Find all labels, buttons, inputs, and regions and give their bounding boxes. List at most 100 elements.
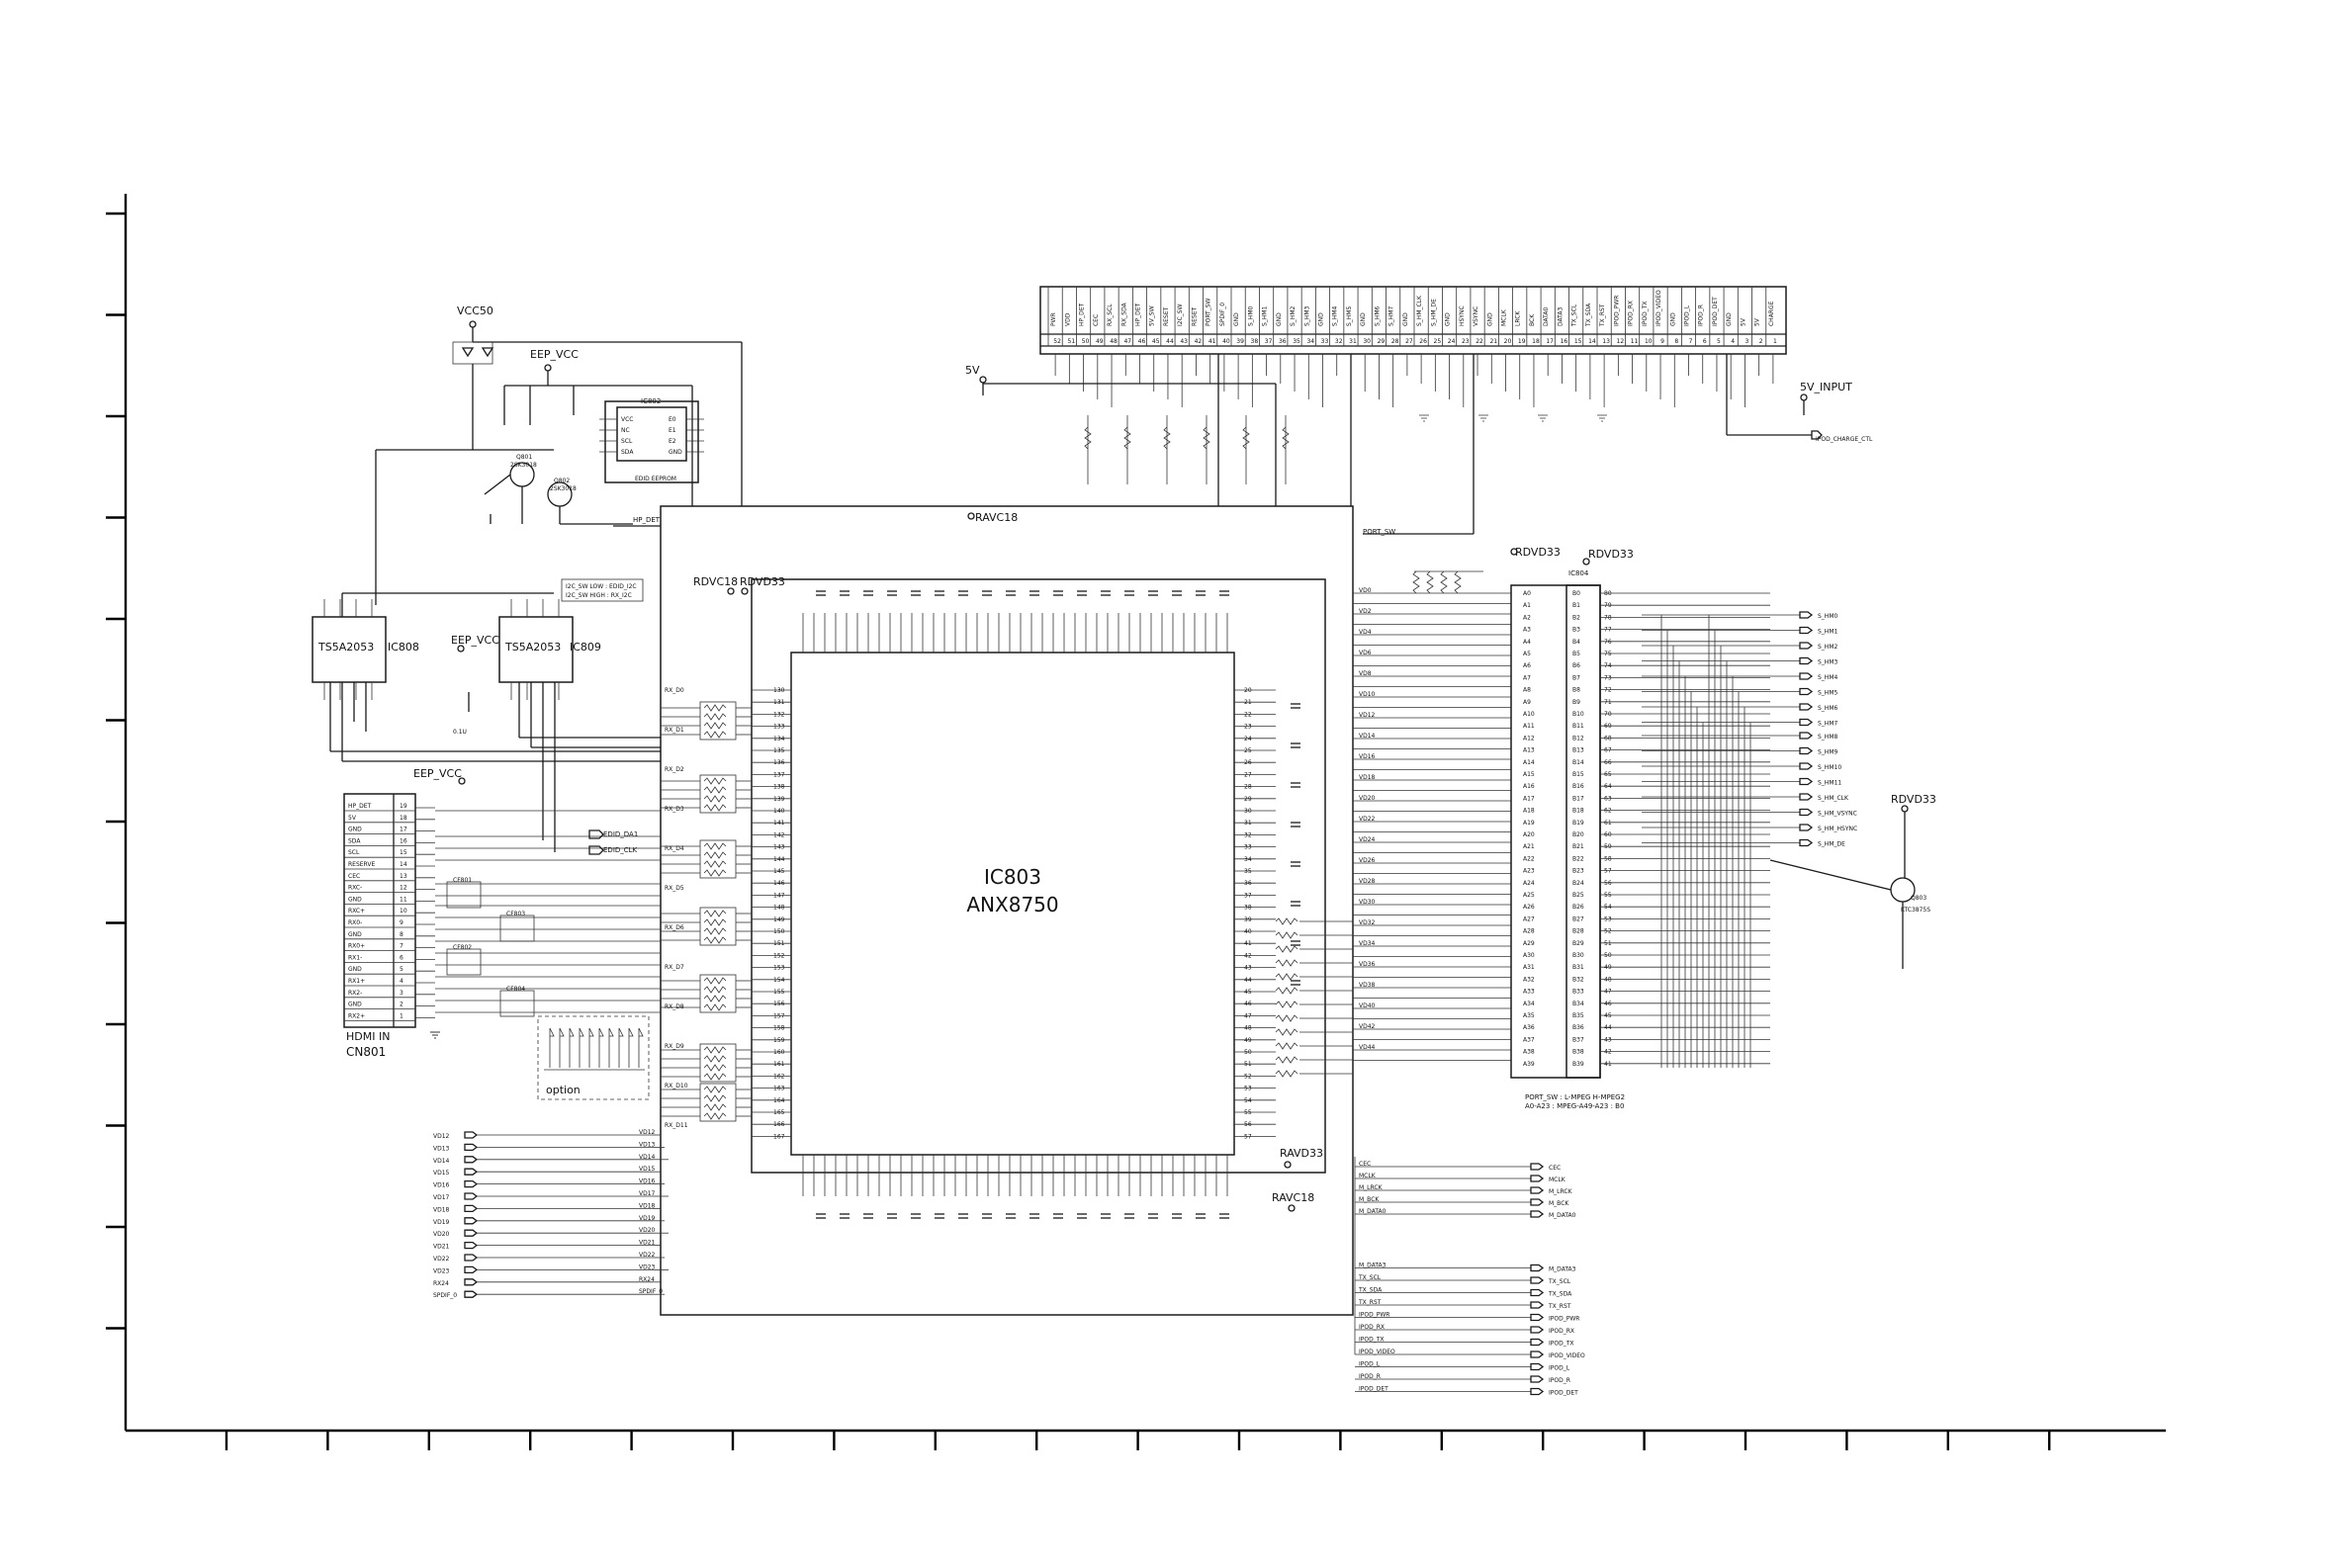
- mux-pin-label: B35: [1572, 1012, 1584, 1019]
- resistor: [1426, 570, 1434, 594]
- esd-diode: [559, 1027, 565, 1068]
- ic-pin-number: 140: [773, 808, 785, 815]
- right-net-label: VD8: [1359, 670, 1372, 677]
- mux-pin-label: A10: [1523, 711, 1535, 718]
- net-flag: [1530, 1326, 1545, 1334]
- connector-pin-number: 16: [400, 837, 407, 844]
- mux-pin-label: A6: [1523, 662, 1531, 669]
- net-flag: [1530, 1387, 1545, 1396]
- ic-pin-number: 56: [1244, 1121, 1252, 1128]
- connector-signal-label: RX1+: [348, 978, 365, 985]
- ic-pin-number: 24: [1244, 736, 1252, 742]
- top-connector-pin-label: TX_SDA: [1585, 303, 1592, 327]
- connector-signal-label: RXC-: [348, 885, 362, 892]
- left-video-nets: VD12VD12VD13VD13VD14VD14VD15VD15VD16VD16…: [433, 1129, 669, 1299]
- mux-pin-label: A0: [1523, 590, 1531, 597]
- ic-pin-number: 28: [1244, 784, 1252, 791]
- mux-pin-number: 53: [1604, 915, 1612, 922]
- right-net-label: VD26: [1359, 857, 1376, 864]
- ic-pin-number: 41: [1244, 940, 1252, 947]
- resistor: [1084, 426, 1092, 450]
- mux-pin-number: 58: [1604, 855, 1612, 862]
- resistor-array: [699, 974, 737, 1013]
- ic-pin-number: 151: [773, 940, 785, 947]
- resistor: [1454, 570, 1462, 594]
- ic-pin-number: 160: [773, 1049, 785, 1056]
- resistor: [703, 1064, 727, 1072]
- ic-pin-number: 55: [1244, 1109, 1252, 1116]
- top-connector-pin-number: 27: [1405, 338, 1413, 345]
- top-connector-pin-label: S_HM_DE: [1430, 299, 1437, 326]
- left-video-net-label: VD13: [433, 1145, 450, 1152]
- ic-pin-number: 49: [1244, 1037, 1252, 1044]
- bottom-net-label: M_BCK: [1359, 1196, 1380, 1203]
- left-video-net-label: VD15: [639, 1166, 656, 1173]
- ic-pin-number: 163: [773, 1086, 785, 1092]
- ground-symbol: [1478, 414, 1488, 422]
- switch-wiring: 0.1U: [329, 592, 661, 852]
- ground-symbol: [1597, 414, 1607, 422]
- net-flag: [464, 1229, 479, 1237]
- option-label: option: [546, 1084, 581, 1096]
- top-connector-pin-number: 11: [1631, 338, 1639, 345]
- left-video-net-label: SPDIF_0: [639, 1288, 663, 1295]
- port-sw-net: PORT_SW: [1363, 528, 1395, 536]
- connector-pin-number: 4: [400, 978, 403, 985]
- net-flag: [1799, 746, 1814, 755]
- left-video-net-label: VD16: [639, 1178, 656, 1185]
- switch-ic809-ref: IC809: [570, 641, 601, 653]
- top-connector-pin-label: IPOD_L: [1684, 305, 1691, 326]
- vcc50-network: [375, 327, 743, 605]
- top-connector-pin-label: HSYNC: [1459, 305, 1466, 326]
- net-flag: [464, 1254, 479, 1262]
- top-connector-pin-label: S_HM4: [1332, 306, 1339, 326]
- ic-pin-number: 44: [1244, 977, 1252, 984]
- mux-pin-label: B33: [1572, 989, 1584, 996]
- top-connector-pin-number: 5: [1717, 338, 1721, 345]
- ic-pin-number: 47: [1244, 1012, 1252, 1019]
- mux-pin-label: A33: [1523, 989, 1535, 996]
- connector-signal-label: RESERVE: [348, 861, 376, 868]
- mux-pin-number: 43: [1604, 1036, 1612, 1043]
- mux-pin-number: 64: [1604, 783, 1612, 790]
- top-connector-pin-label: DATA3: [1557, 307, 1564, 326]
- top-connector-pin-label: RX_SDA: [1120, 302, 1127, 326]
- net-flag: [1799, 824, 1814, 831]
- resistor: [1412, 570, 1420, 594]
- right-net-label: VD38: [1359, 982, 1376, 989]
- ic-pin-number: 165: [773, 1109, 785, 1116]
- left-video-net-label: VD14: [433, 1158, 450, 1165]
- resistor: [703, 722, 727, 730]
- ic-pin-number: 161: [773, 1061, 785, 1068]
- left-video-net-label: VD16: [433, 1182, 450, 1189]
- ic-pin-number: 145: [773, 868, 785, 875]
- top-connector-pin-number: 2: [1759, 338, 1763, 345]
- bottom-net-flag-label: IPOD_DET: [1549, 1390, 1578, 1397]
- q801-part: 2SK3018: [510, 462, 537, 469]
- top-connector-pin-number: 52: [1053, 338, 1061, 345]
- main-ic: IC803 ANX8750 13013113213313413513613713…: [660, 505, 1354, 1316]
- bottom-net-flag-label: IPOD_VIDEO: [1549, 1352, 1585, 1359]
- connector-pin-number: 12: [400, 885, 407, 892]
- ic-pin-number: 38: [1244, 905, 1252, 912]
- mux-pin-label: B2: [1572, 614, 1580, 621]
- left-video-net-label: VD19: [433, 1219, 450, 1226]
- mux-pin-label: A5: [1523, 651, 1531, 657]
- top-connector-pin-label: RX_SCL: [1107, 304, 1114, 326]
- right-net-label: VD12: [1359, 712, 1376, 719]
- ic-pin-number: 43: [1244, 965, 1252, 972]
- mux-pin-label: B36: [1572, 1024, 1584, 1031]
- cm-filters: CF801 CF803 CF802 CF804: [446, 877, 535, 1017]
- top-connector-pin-label: LRCK: [1515, 310, 1522, 326]
- top-connector-pin-label: IPOD_PWR: [1613, 296, 1620, 326]
- connector-signal-label: GND: [348, 827, 362, 833]
- resistor: [703, 1046, 727, 1054]
- ic-pin-number: 139: [773, 796, 785, 803]
- right-net-label: VD36: [1359, 961, 1376, 968]
- bottom-net-label: IPOD_L: [1359, 1361, 1381, 1368]
- connector-signal-label: 5V: [348, 815, 357, 822]
- resistor-array: [699, 839, 737, 879]
- ic-pin-number: 50: [1244, 1049, 1252, 1056]
- mux-pin-number: 69: [1604, 723, 1612, 730]
- net-flag: [464, 1278, 479, 1286]
